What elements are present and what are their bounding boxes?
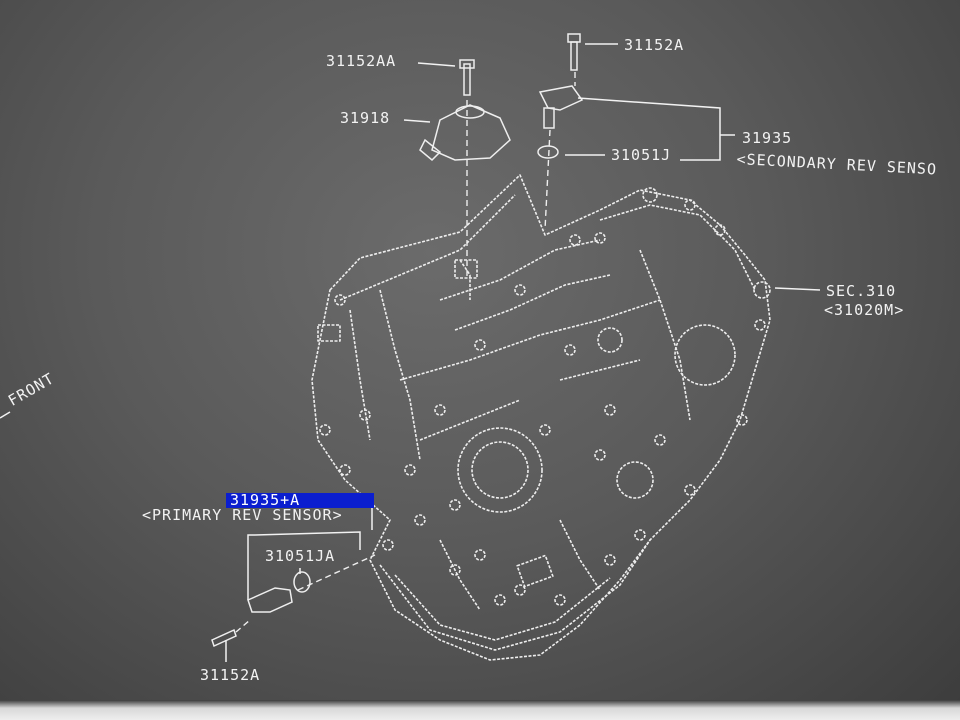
bolt-31152AA	[463, 63, 471, 96]
housing-circle	[457, 427, 543, 513]
bolt-bottom	[211, 628, 237, 648]
label-31918[interactable]: 31918	[340, 109, 391, 127]
label-31152AA[interactable]: 31152AA	[326, 52, 397, 70]
label-31152A-top[interactable]: 31152A	[624, 36, 685, 54]
oring-31051JA	[293, 571, 311, 593]
label-sec-310[interactable]: SEC.310	[826, 282, 897, 300]
front-arrow	[0, 411, 11, 419]
label-31935-a-highlighted[interactable]: 31935+A	[226, 493, 374, 508]
monitor-bezel	[0, 700, 960, 720]
secondary-sensor	[538, 85, 584, 111]
label-31935[interactable]: 31935	[742, 129, 793, 147]
label-31051JA[interactable]: 31051JA	[265, 547, 336, 565]
label-primary-rev-sensor: <PRIMARY REV SENSOR>	[142, 506, 343, 524]
sensor-31918	[431, 104, 511, 161]
oil-pan	[379, 539, 651, 651]
label-31051J[interactable]: 31051J	[611, 146, 672, 164]
label-31152A-bottom[interactable]: 31152A	[200, 666, 261, 684]
oring-31051J	[537, 145, 559, 159]
label-31020M: <31020M>	[824, 301, 905, 319]
primary-sensor	[247, 587, 293, 613]
transmission-case-outline	[311, 174, 771, 661]
